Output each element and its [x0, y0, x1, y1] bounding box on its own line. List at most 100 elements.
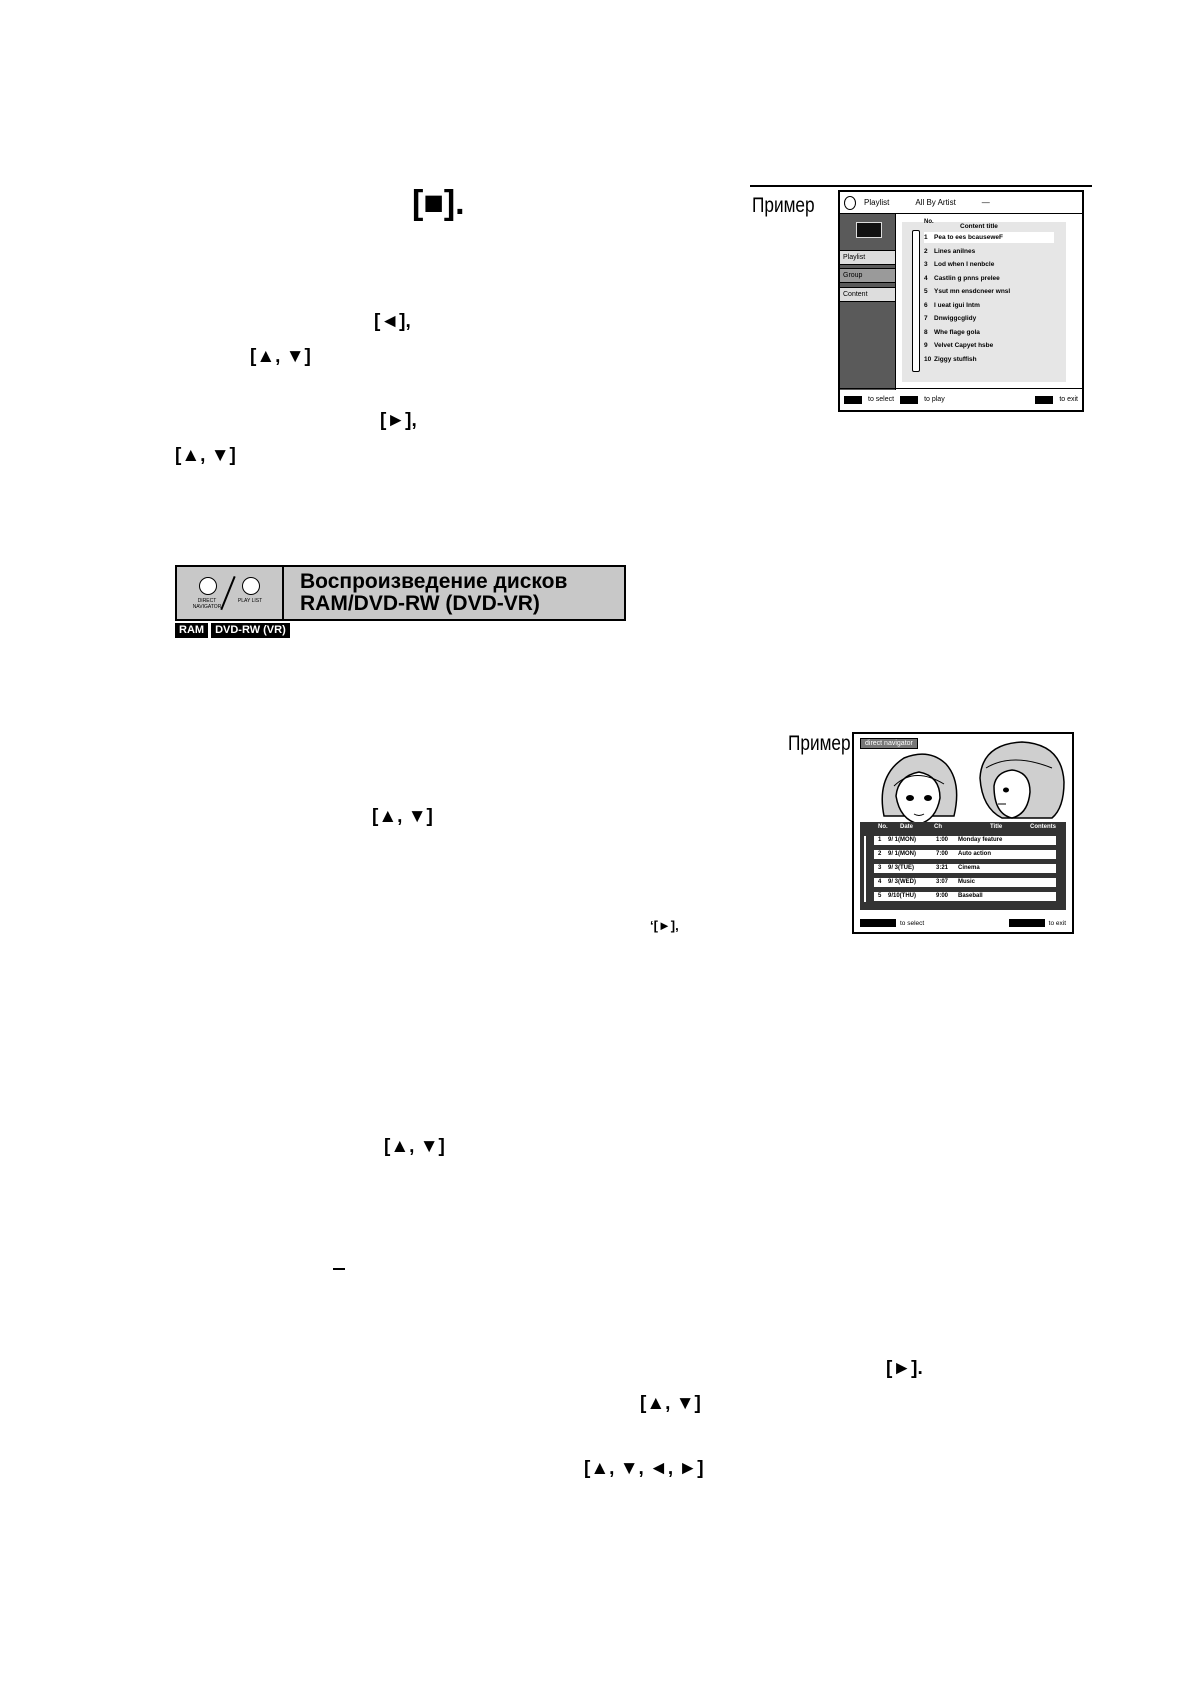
badge-dvd-rw-vr: DVD-RW (VR) [211, 623, 290, 638]
row-date: 9/ 1(MON) [888, 851, 917, 857]
row-title: Music [958, 879, 976, 885]
tab-group: Group [840, 268, 895, 283]
col-contents: Contents [1030, 824, 1056, 830]
scroll-arrow-icon [864, 836, 866, 902]
col-no: No. [878, 824, 888, 830]
table-row: 5 9/10(THU) 9:00 Baseball [874, 892, 1056, 901]
list-item-title: Lod when I nenbcle [934, 261, 995, 268]
row-ch: 1:00 [936, 837, 949, 843]
right-key-label: [►], [380, 410, 417, 431]
list-item-number: 10 [924, 355, 932, 363]
foot-exit: to exit [1059, 396, 1078, 403]
all-arrows-key-label: [▲, ▼, ◄, ►] [584, 1458, 704, 1479]
girl-face-illustration [881, 753, 958, 825]
list-item-number: 2 [924, 247, 928, 255]
tab-content: Content [840, 287, 895, 302]
row-ch: 7:00 [936, 851, 949, 857]
caption-play-list: PLAY LIST [237, 598, 263, 604]
col-title: Title [990, 824, 1003, 830]
list-item-title: Pea to ees bcauseweF [934, 234, 1004, 241]
list-item-number: 7 [924, 315, 928, 322]
row-date: 9/10(THU) [888, 893, 917, 899]
list-item-title: Ziggy stuffish [934, 355, 977, 363]
title-icons: DIRECT NAVIGATOR PLAY LIST [177, 567, 284, 619]
programme-table: No. Date Ch Title Contents 1 9/ 1(MON) 1:0… [860, 822, 1066, 910]
foot-select-2: to select [900, 919, 925, 927]
arrows-icon-2 [860, 919, 896, 927]
row-no: 5 [878, 893, 882, 899]
list-item: 5 Ysut mn ensdcneer wnsl [924, 286, 1054, 297]
disc-logo-icon [856, 222, 882, 238]
list-item-title: Dnwiggcglidy [934, 315, 977, 322]
list-item: 3 Lod when I nenbcle [924, 259, 1054, 270]
content-list: No. Content title 1 Pea to ees bcauseweF 2… [902, 219, 1066, 382]
boy-face-illustration [979, 741, 1065, 819]
row-ch: 9:00 [936, 893, 949, 899]
header-content-title: Content title [960, 223, 998, 230]
section-title: Воспроизведение дисков RAM/DVD-RW (DVD-V… [284, 567, 624, 619]
row-ch: 3:07 [936, 879, 949, 885]
list-item-number: 6 [924, 301, 928, 309]
screen-footer-2: to select to exit [860, 916, 1066, 930]
row-ch: 3:21 [936, 865, 949, 871]
row-no: 4 [878, 879, 882, 885]
example-label-1: Пример [752, 194, 815, 217]
disc-badges: RAM DVD-RW (VR) [175, 623, 290, 638]
list-item: 7 Dnwiggcglidy [924, 313, 1054, 324]
col-ch: Ch [934, 824, 942, 830]
underline-mark [333, 1268, 345, 1270]
list-item-title: Castlin g pnns prelee [934, 274, 1000, 282]
right-key-label-2: ‘[►], [650, 918, 679, 933]
list-item-title: Velvet Capyet hsbe [934, 342, 994, 349]
enter-icon [900, 395, 919, 404]
scrollbar [912, 230, 920, 372]
updown-key-label-2: [▲, ▼] [175, 445, 236, 466]
caption-direct-navigator: DIRECT NAVIGATOR [192, 598, 222, 610]
list-item-title: Ysut mn ensdcneer wnsl [934, 288, 1011, 295]
list-item: 8 Whe flage gola [924, 327, 1054, 338]
badge-ram: RAM [175, 623, 209, 638]
list-item-number: 3 [924, 261, 928, 268]
screen-label: direct navigator [860, 738, 918, 749]
circle-icon [844, 195, 856, 210]
updown-key-label-4: [▲, ▼] [384, 1136, 445, 1157]
row-no: 2 [878, 851, 882, 857]
row-title: Cinema [958, 865, 980, 871]
playlist-screen-example: Playlist All By Artist — Playlist Group … [838, 190, 1084, 412]
example-label-2: Пример [788, 732, 851, 755]
header-no: No. [924, 219, 934, 225]
stop-key-label: [■]. [412, 184, 465, 222]
play-list-button-icon [242, 577, 260, 595]
top-item-dash: — [981, 198, 990, 207]
foot-play: to play [924, 396, 945, 403]
section-title-line-1: Воспроизведение дисков [300, 570, 568, 593]
screen-side-panel: Playlist Group Content [840, 214, 896, 390]
direct-navigator-screen-example: direct navigator No. Date Ch Title Conte… [852, 732, 1074, 934]
foot-select: to select [868, 396, 895, 403]
left-key-label: [◄], [374, 311, 411, 332]
right-key-label-3: [►]. [886, 1358, 923, 1379]
list-item-number: 8 [924, 328, 928, 336]
list-item-number: 1 [924, 234, 928, 241]
updown-key-label-3: [▲, ▼] [372, 806, 433, 827]
list-item-number: 5 [924, 288, 928, 295]
list-item-number: 4 [924, 274, 928, 282]
table-header: No. Date Ch Title Contents [860, 822, 1066, 832]
row-date: 9/ 1(MON) [888, 837, 917, 843]
separator-line [750, 185, 1092, 187]
row-no: 1 [878, 837, 882, 843]
row-date: 9/ 3(WED) [888, 879, 917, 885]
list-item: 1 Pea to ees bcauseweF [924, 232, 1054, 243]
row-no: 3 [878, 865, 882, 871]
list-item-title: Whe flage gola [934, 328, 980, 336]
list-item: 4 Castlin g pnns prelee [924, 273, 1054, 284]
col-date: Date [900, 824, 914, 830]
row-title: Baseball [958, 893, 983, 899]
section-title-box: DIRECT NAVIGATOR PLAY LIST Воспроизведен… [175, 565, 626, 621]
top-item-filter: All By Artist [915, 198, 956, 207]
